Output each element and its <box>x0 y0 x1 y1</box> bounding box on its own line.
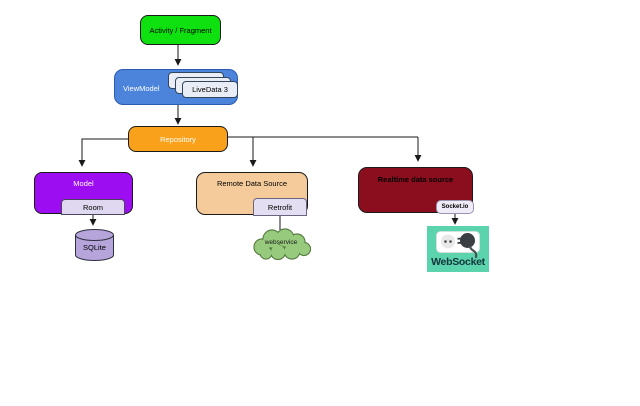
activity-fragment-node: Activity / Fragment <box>140 15 221 45</box>
webservice-cloud-node: webservice <box>248 227 314 261</box>
websocket-node: WebSocket <box>427 226 489 272</box>
cloud-icon <box>253 228 312 261</box>
repository-label: Repository <box>160 134 196 144</box>
webservice-label: webservice <box>264 239 298 246</box>
realtime-data-source-node: Realtime data source Socket.io <box>358 167 474 214</box>
database-cylinder-icon <box>75 229 114 261</box>
livedata-label: LiveData 3 <box>192 85 228 94</box>
activity-fragment-label: Activity / Fragment <box>149 25 212 35</box>
remote-data-source-node: Remote Data Source Retrofit <box>196 172 308 216</box>
socketio-node: Socket.io <box>436 200 474 214</box>
websocket-label: WebSocket <box>431 256 485 268</box>
retrofit-node: Retrofit <box>253 198 307 216</box>
realtime-data-source-label: Realtime data source <box>377 175 454 184</box>
model-label: Model <box>73 179 94 188</box>
sqlite-database-node: SQLite <box>74 228 115 262</box>
room-node: Room <box>61 199 125 215</box>
model-node: Model Room <box>34 172 133 215</box>
remote-data-source-label: Remote Data Source <box>216 179 288 188</box>
retrofit-label: Retrofit <box>267 202 293 212</box>
repository-node: Repository <box>128 126 228 152</box>
plug-socket-icon <box>436 231 480 259</box>
livedata-card-front: LiveData 3 <box>182 81 238 98</box>
sqlite-label: SQLite <box>83 243 106 252</box>
socketio-label: Socket.io <box>441 204 469 210</box>
viewmodel-label: ViewModel <box>123 84 160 93</box>
edge-repository-model <box>78 138 128 167</box>
room-label: Room <box>82 202 103 212</box>
viewmodel-node: ViewModel LiveData 3 <box>114 69 238 105</box>
